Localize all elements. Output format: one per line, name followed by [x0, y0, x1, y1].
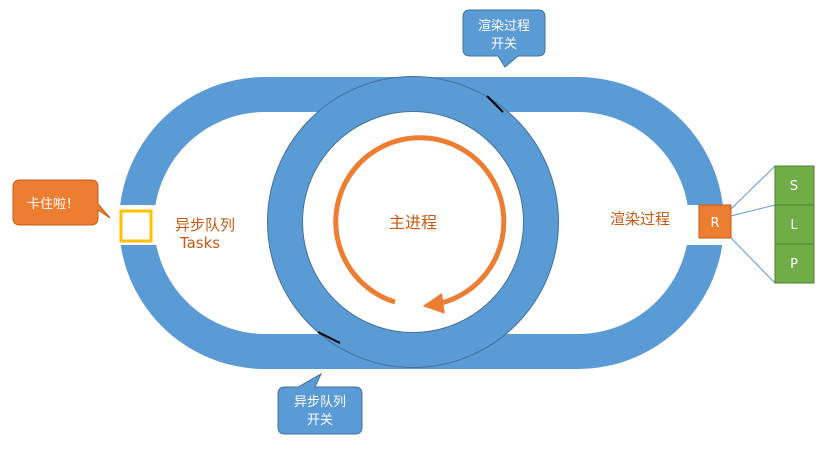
render-switch-callout-line1: 渲染过程	[478, 19, 530, 34]
async-switch-callout-line2: 开关	[307, 413, 333, 428]
main-loop-ring-edge-outer	[267, 76, 559, 368]
render-step-p: P	[774, 243, 815, 284]
stuck-callout: 卡住啦！	[12, 179, 111, 226]
outer-track	[119, 77, 724, 369]
render-switch-mark	[486, 95, 504, 113]
render-step-r: R	[698, 204, 732, 239]
r-connector-s	[730, 165, 776, 210]
render-switch-callout: 渲染过程 开关	[462, 9, 546, 68]
render-step-p-label: P	[790, 257, 798, 272]
main-process-label: 主进程	[389, 213, 437, 232]
render-step-l: L	[774, 204, 815, 245]
r-connector-p	[730, 237, 776, 284]
render-step-s: S	[774, 165, 815, 206]
render-step-l-label: L	[790, 218, 798, 233]
r-connector-l	[730, 204, 776, 217]
stuck-callout-text: 卡住啦！	[27, 197, 79, 212]
async-switch-mark	[317, 331, 341, 344]
main-loop-ring-edge-inner	[302, 111, 524, 333]
render-process-label: 渲染过程	[610, 210, 670, 228]
async-queue-label: 异步队列	[175, 216, 235, 234]
async-queue-sub: Tasks	[179, 234, 220, 252]
async-switch-callout-line1: 异步队列	[294, 395, 346, 410]
main-process-arrow	[333, 135, 507, 314]
async-switch-callout: 异步队列 开关	[277, 372, 363, 435]
render-step-r-label: R	[710, 216, 719, 231]
render-step-s-label: S	[790, 179, 798, 194]
task-box	[119, 209, 153, 243]
render-switch-callout-line2: 开关	[491, 37, 517, 52]
main-loop-ring	[267, 76, 559, 368]
